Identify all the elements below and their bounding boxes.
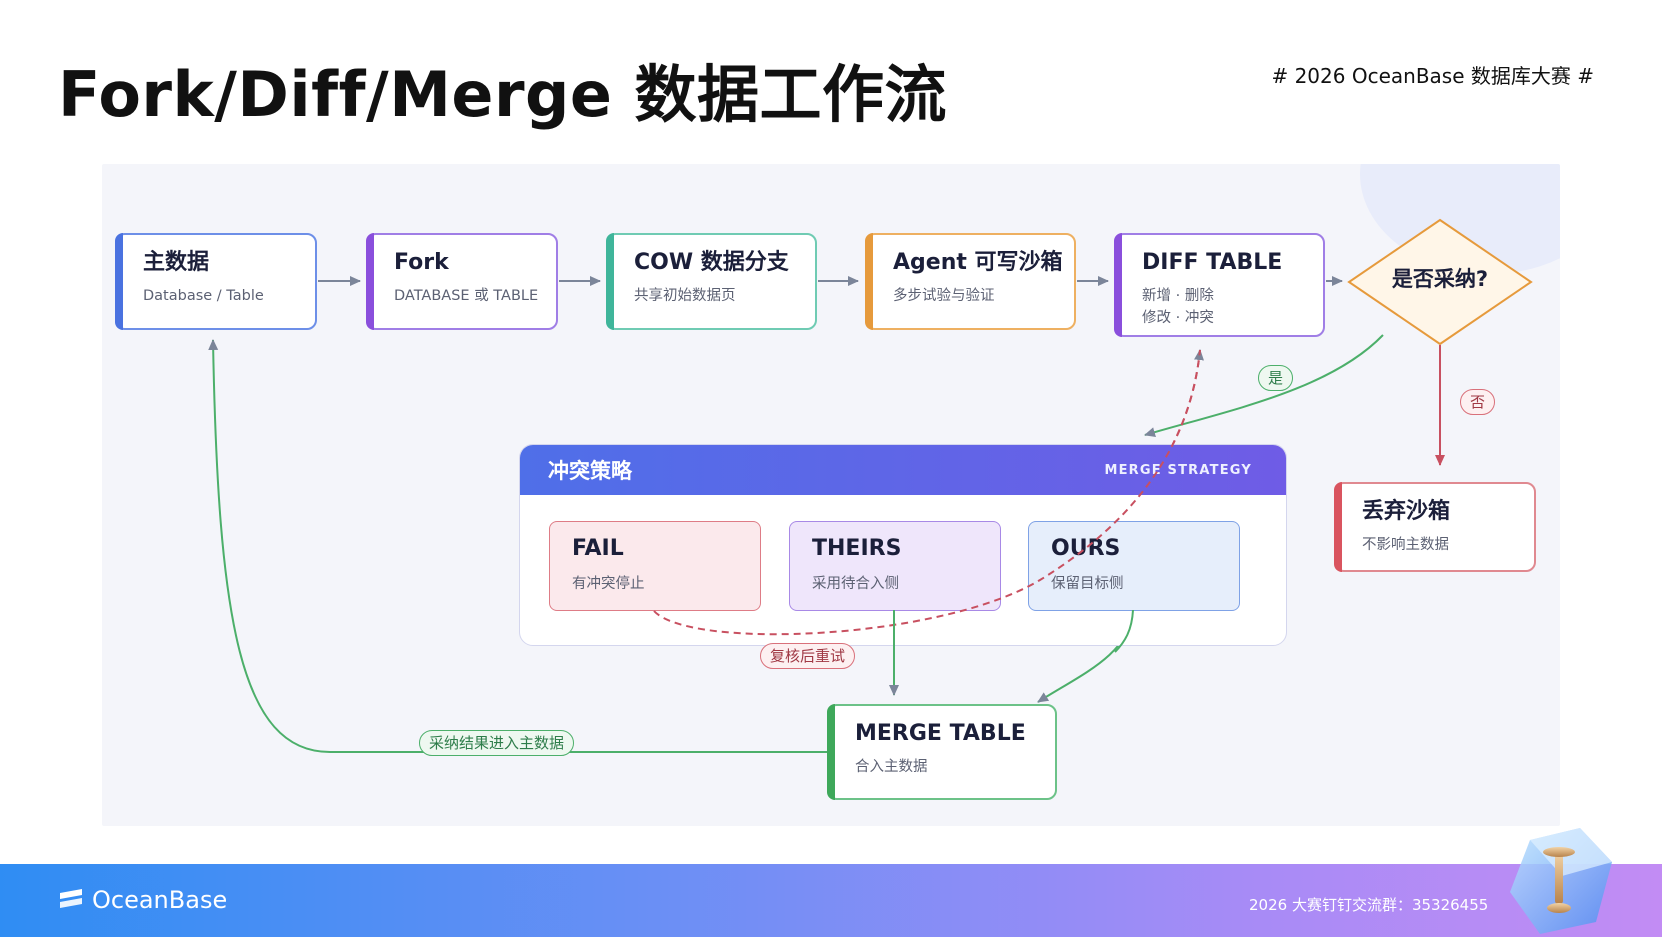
strategy-option-fail: FAIL 有冲突停止 (549, 521, 761, 611)
strategy-header: 冲突策略 MERGE STRATEGY (520, 445, 1286, 495)
label-retry: 复核后重试 (760, 643, 856, 669)
footer-contact: 2026 大赛钉钉交流群：35326455 (1249, 896, 1489, 914)
node-cow-branch: COW 数据分支 共享初始数据页 (606, 233, 817, 330)
option-subtitle: 保留目标侧 (1051, 576, 1124, 592)
node-subtitle: Database / Table (143, 288, 264, 304)
corner-decoration (1360, 164, 1560, 274)
merge-strategy-panel: 冲突策略 MERGE STRATEGY FAIL 有冲突停止 THEIRS 采用… (519, 444, 1287, 646)
option-subtitle: 采用待合入侧 (812, 576, 899, 592)
node-subtitle: 不影响主数据 (1362, 537, 1449, 553)
logo-text: OceanBase (92, 886, 228, 914)
option-title: THEIRS (812, 536, 902, 561)
footer-bar: OceanBase 2026 大赛钉钉交流群：35326455 (0, 864, 1662, 937)
node-title: COW 数据分支 (634, 250, 789, 275)
node-subtitle: 共享初始数据页 (634, 288, 736, 304)
node-main-data: 主数据 Database / Table (115, 233, 317, 330)
node-subtitle: 多步试验与验证 (893, 288, 995, 304)
node-merge-table: MERGE TABLE 合入主数据 (827, 704, 1057, 800)
node-subtitle: 合入主数据 (855, 759, 928, 775)
node-agent-sandbox: Agent 可写沙箱 多步试验与验证 (865, 233, 1076, 330)
label-adopt: 采纳结果进入主数据 (419, 730, 575, 756)
label-yes: 是 (1258, 365, 1294, 391)
strategy-title-en: MERGE STRATEGY (1104, 462, 1252, 478)
decision-label: 是否采纳? (1391, 267, 1489, 291)
node-subtitle: DATABASE 或 TABLE (394, 288, 539, 304)
option-title: OURS (1051, 536, 1121, 561)
node-title: DIFF TABLE (1142, 250, 1283, 275)
node-fork: Fork DATABASE 或 TABLE (366, 233, 558, 330)
node-discard-sandbox: 丢弃沙箱 不影响主数据 (1334, 482, 1536, 572)
node-title: Fork (394, 250, 449, 275)
node-diff-table: DIFF TABLE 新增 · 删除 修改 · 冲突 (1114, 233, 1325, 337)
trophy-cube-icon (1510, 828, 1612, 934)
node-title: Agent 可写沙箱 (893, 250, 1063, 275)
oceanbase-logo: OceanBase (56, 886, 227, 914)
node-title: 主数据 (143, 250, 210, 275)
option-title: FAIL (572, 536, 624, 561)
node-subtitle: 新增 · 删除 (1142, 288, 1214, 304)
label-no: 否 (1460, 389, 1496, 415)
node-title: MERGE TABLE (855, 721, 1026, 746)
option-subtitle: 有冲突停止 (572, 576, 645, 592)
node-subtitle: 修改 · 冲突 (1142, 310, 1214, 326)
node-title: 丢弃沙箱 (1362, 499, 1451, 524)
page-title: Fork/Diff/Merge 数据工作流 (58, 58, 948, 131)
strategy-option-theirs: THEIRS 采用待合入侧 (789, 521, 1001, 611)
oceanbase-logo-icon (60, 889, 82, 908)
strategy-title: 冲突策略 (548, 459, 632, 483)
event-tag: # 2026 OceanBase 数据库大赛 # (1271, 64, 1594, 88)
strategy-option-ours: OURS 保留目标侧 (1028, 521, 1240, 611)
